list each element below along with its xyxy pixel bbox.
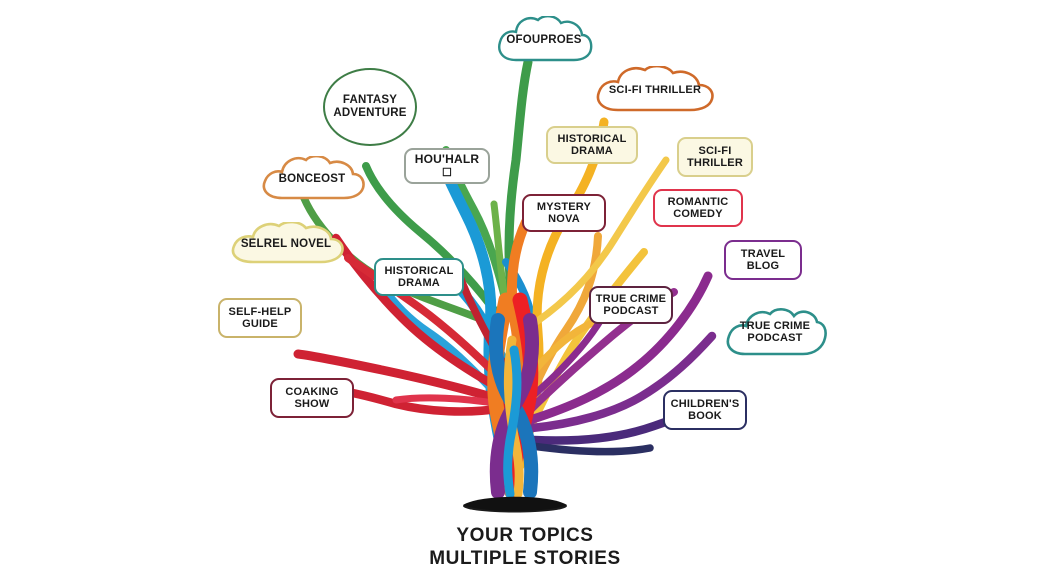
branch-red-selfhelp <box>293 349 507 405</box>
node-label: ROMANTIC COMEDY <box>667 195 729 220</box>
node-label: CHILDREN'S BOOK <box>670 397 740 422</box>
node-bonceost[interactable]: BONCEOST <box>258 156 366 202</box>
node-label: BONCEOST <box>278 172 346 185</box>
node-coaking-show[interactable]: COAKING SHOW <box>270 378 354 418</box>
caption-line-2: MULTIPLE STORIES <box>429 548 621 570</box>
cloud-shape-icon <box>726 308 827 356</box>
node-childrens-book[interactable]: CHILDREN'S BOOK <box>663 390 747 430</box>
branch-purple-travel <box>525 271 713 425</box>
branch-purple-truecrime <box>527 331 717 433</box>
node-label: TRAVEL BLOG <box>740 247 786 272</box>
node-label: HOU'HALR <box>414 152 480 167</box>
node-label: MYSTERY NOVA <box>536 200 592 225</box>
node-selrel-novel[interactable]: SELREL NOVEL <box>227 222 345 266</box>
caption-line-1: YOUR TOPICS <box>456 525 594 546</box>
branch-green-fantasy <box>362 162 504 322</box>
node-label: SCI-FI THRILLER <box>687 144 743 169</box>
node-mystery-nova[interactable]: MYSTERY NOVA <box>522 194 606 232</box>
node-label: SELF-HELP GUIDE <box>228 305 292 330</box>
node-label: TRUE CRIME PODCAST <box>739 319 811 344</box>
trunk-strand-cyan <box>503 345 522 499</box>
node-true-crime-podcast-teal[interactable]: TRUE CRIME PODCAST <box>723 306 827 358</box>
node-true-crime-podcast-maroon[interactable]: TRUE CRIME PODCAST <box>589 286 673 324</box>
node-ofouproes[interactable]: OFOUPROES <box>494 16 594 64</box>
node-romantic-comedy[interactable]: ROMANTIC COMEDY <box>653 189 743 227</box>
node-label: FANTASY ADVENTURE <box>333 94 407 119</box>
cloud-shape-icon <box>231 222 344 264</box>
node-label: OFOUPROES <box>506 33 582 46</box>
node-sci-fi-thriller-yellow[interactable]: SCI-FI THRILLER <box>677 137 753 177</box>
cloud-shape-icon <box>498 16 593 62</box>
node-label: SELREL NOVEL <box>240 237 332 250</box>
node-label: COAKING SHOW <box>285 385 339 410</box>
node-historical-drama-yellow[interactable]: HISTORICAL DRAMA <box>546 126 638 164</box>
node-label: HISTORICAL DRAMA <box>557 132 627 157</box>
tree-base-mound <box>463 496 567 511</box>
node-label: SCI-FI THRILLER <box>608 83 702 96</box>
branch-red-inner <box>344 254 512 390</box>
node-historical-drama-teal[interactable]: HISTORICAL DRAMA <box>374 258 464 296</box>
cloud-shape-icon <box>596 66 714 112</box>
branch-yellow-scifi2 <box>520 156 670 334</box>
node-travel-blog[interactable]: TRAVEL BLOG <box>724 240 802 280</box>
node-self-help-guide[interactable]: SELF-HELP GUIDE <box>218 298 302 338</box>
node-fantasy-adventure[interactable]: FANTASY ADVENTURE <box>323 68 417 146</box>
branch-yellow-romantic <box>520 248 648 444</box>
node-label: HISTORICAL DRAMA <box>384 264 454 289</box>
cloud-shape-icon <box>262 156 365 200</box>
page-title: YOUR TOPICS MULTIPLE STORIES <box>0 524 1050 570</box>
camera-icon: ☐ <box>441 166 453 179</box>
branch-green-top <box>504 57 533 305</box>
node-houhalr[interactable]: HOU'HALR ☐ <box>404 148 490 184</box>
branch-navy-lower <box>528 442 654 456</box>
node-sci-fi-thriller-cloud[interactable]: SCI-FI THRILLER <box>592 66 718 114</box>
node-label: TRUE CRIME PODCAST <box>595 292 667 317</box>
